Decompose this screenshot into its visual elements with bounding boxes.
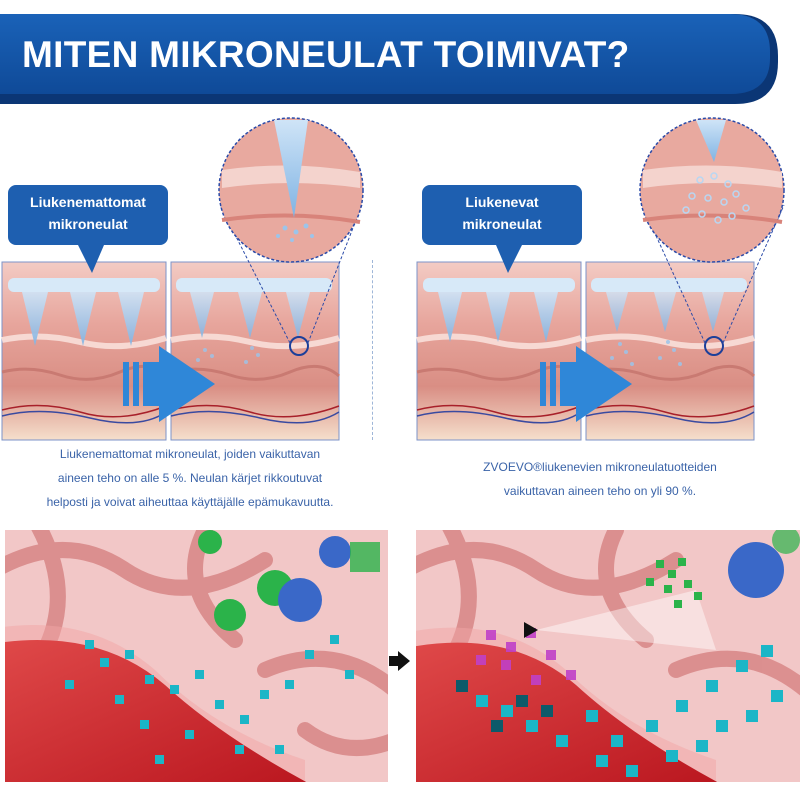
section-divider xyxy=(372,260,373,440)
insoluble-label-line2: mikroneulat xyxy=(48,216,128,232)
right-arrow-icon xyxy=(540,346,632,422)
soluble-label-line1: Liukenevat xyxy=(465,194,539,210)
header-banner: MITEN MIKRONEULAT TOIMIVAT? xyxy=(0,14,778,104)
soluble-caption-line2: vaikuttavan aineen teho on yli 90 %. xyxy=(503,484,697,498)
blood-vessel-illustration xyxy=(416,642,718,782)
insoluble-caption-line1: Liukenemattomat mikroneulat, joiden vaik… xyxy=(59,447,321,461)
insoluble-caption-line3: helposti ja voivat aiheuttaa käyttäjälle… xyxy=(46,495,334,509)
magnifier-circle-icon xyxy=(704,336,724,356)
magnifier-circle-icon xyxy=(289,336,309,356)
blood-vessel-illustration xyxy=(5,640,307,782)
right-arrow-icon xyxy=(123,346,215,422)
left-diagram: Liukenemattomat mikroneulat xyxy=(0,110,372,445)
soluble-label-line2: mikroneulat xyxy=(462,216,542,232)
right-diagram: Liukenevat mikroneulat xyxy=(410,110,800,445)
insoluble-label-line1: Liukenemattomat xyxy=(30,194,146,210)
soluble-caption-line1: ZVOEVO®liukenevien mikroneulatuotteiden xyxy=(483,460,717,474)
insoluble-label: Liukenemattomat mikroneulat xyxy=(8,185,170,273)
right-arrow-icon xyxy=(389,651,410,671)
soluble-microneedle-illustration xyxy=(416,117,785,441)
banner-background xyxy=(0,14,778,104)
soluble-label: Liukenevat mikroneulat xyxy=(422,185,584,273)
insoluble-microneedle-illustration xyxy=(1,117,364,441)
molecule-particles-illustration xyxy=(65,635,354,764)
blood-vessel-after-image xyxy=(416,530,800,782)
page-title: MITEN MIKRONEULAT TOIMIVAT? xyxy=(22,34,630,75)
blood-vessel-before-image xyxy=(5,530,388,782)
insoluble-caption: Liukenemattomat mikroneulat, joiden vaik… xyxy=(20,442,360,514)
molecule-particles-illustration xyxy=(476,645,783,777)
soluble-caption: ZVOEVO®liukenevien mikroneulatuotteiden … xyxy=(430,455,770,503)
insoluble-caption-line2: aineen teho on alle 5 %. Neulan kärjet r… xyxy=(57,471,323,485)
